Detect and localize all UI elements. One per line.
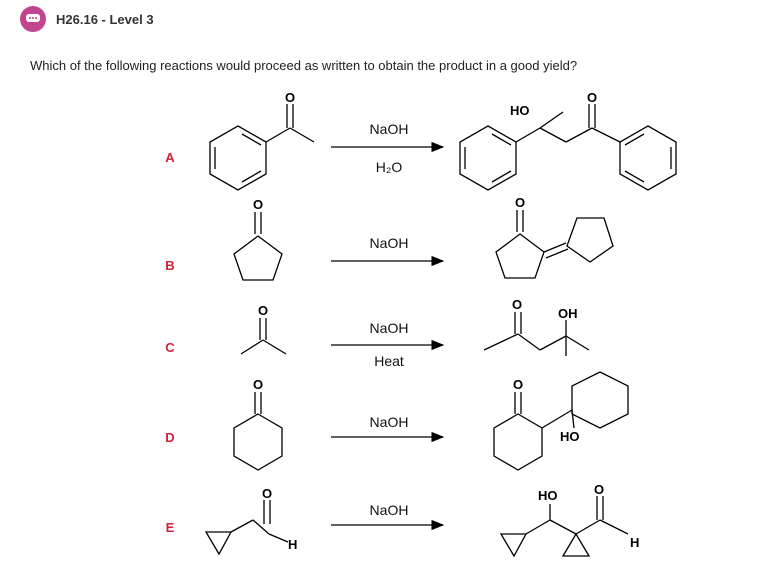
reactant-d-structure bbox=[233, 392, 283, 471]
assignment-title: H26.16 - Level 3 bbox=[56, 11, 154, 27]
reagent-c-bottom: Heat bbox=[374, 353, 404, 369]
reagent-b-top: NaOH bbox=[369, 235, 409, 251]
reactant-c-structure bbox=[240, 318, 287, 355]
option-label-b[interactable]: B bbox=[165, 258, 175, 273]
atom-label: O bbox=[262, 486, 272, 501]
reactant-a-structure bbox=[209, 104, 315, 191]
product-e-structure bbox=[499, 496, 629, 558]
atom-label: O bbox=[512, 297, 522, 312]
atom-label: H bbox=[288, 537, 297, 552]
assignment-header: H26.16 - Level 3 bbox=[20, 5, 154, 33]
reagent-a-top: NaOH bbox=[369, 121, 409, 137]
reagent-d-top: NaOH bbox=[369, 414, 409, 430]
atom-label: O bbox=[253, 197, 263, 212]
option-label-d[interactable]: D bbox=[165, 430, 175, 445]
product-a-structure bbox=[459, 104, 677, 191]
atom-label: OH bbox=[558, 306, 578, 321]
atom-label: O bbox=[253, 377, 263, 392]
atom-label: O bbox=[594, 482, 604, 497]
reagent-e-top: NaOH bbox=[369, 502, 409, 518]
reagent-c-top: NaOH bbox=[369, 320, 409, 336]
atom-label: O bbox=[285, 90, 295, 105]
reactant-e-structure bbox=[204, 500, 289, 556]
reactant-b-structure bbox=[233, 212, 283, 281]
option-label-a[interactable]: A bbox=[165, 150, 175, 165]
atom-label: O bbox=[258, 303, 268, 318]
chat-bubble-icon[interactable] bbox=[20, 6, 46, 32]
product-c-structure bbox=[483, 312, 590, 356]
atom-label: O bbox=[513, 377, 523, 392]
atom-label: HO bbox=[560, 429, 580, 444]
question-text: Which of the following reactions would p… bbox=[30, 58, 578, 73]
atom-label: H bbox=[630, 535, 639, 550]
atom-label: O bbox=[515, 195, 525, 210]
atom-label: HO bbox=[538, 488, 558, 503]
product-b-structure bbox=[495, 210, 614, 279]
reagent-a-bottom: H₂O bbox=[375, 159, 403, 175]
atom-label: HO bbox=[510, 103, 530, 118]
product-d-structure bbox=[493, 371, 629, 471]
option-label-e[interactable]: E bbox=[165, 520, 175, 535]
option-label-c[interactable]: C bbox=[165, 340, 175, 355]
atom-label: O bbox=[587, 90, 597, 105]
